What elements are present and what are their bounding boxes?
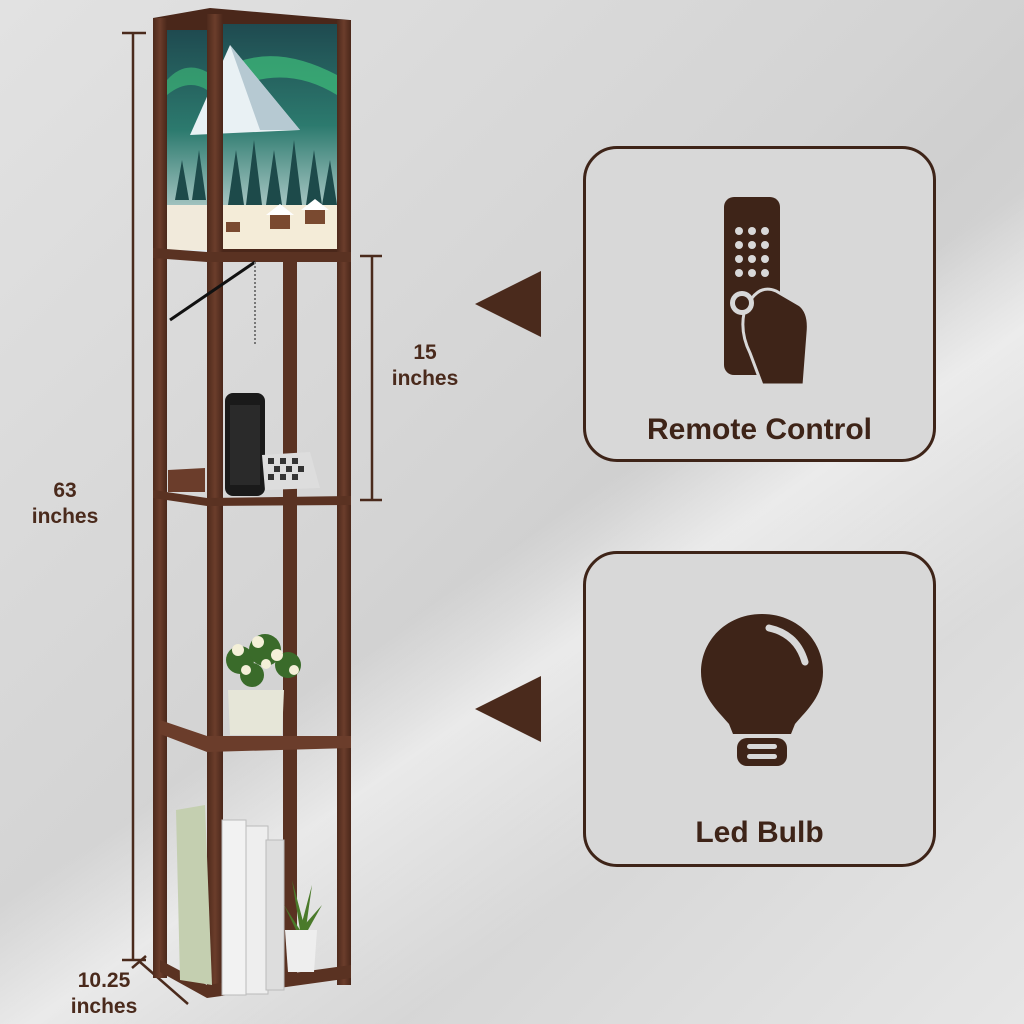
width-value: 10.25 [77,969,131,992]
height-unit: inches [31,505,99,528]
remote-control-label: Remote Control [647,413,872,446]
shelf-height-unit: inches [391,367,459,390]
remote-control-card: Remote Control [583,146,936,462]
shelf-height-value: 15 [413,341,437,364]
height-label: 63 inches [15,478,115,530]
light-bulb-icon [701,614,823,766]
remote-control-pointer-arrow [475,271,541,337]
shelf-height-label: 15 inches [375,340,475,392]
width-unit: inches [70,995,138,1018]
led-bulb-card: Led Bulb [583,551,936,867]
remote-control-icon [724,197,810,387]
width-label: 10.25 inches [52,968,156,1020]
led-bulb-pointer-arrow [475,676,541,742]
led-bulb-label: Led Bulb [695,816,824,849]
height-value: 63 [53,479,77,502]
